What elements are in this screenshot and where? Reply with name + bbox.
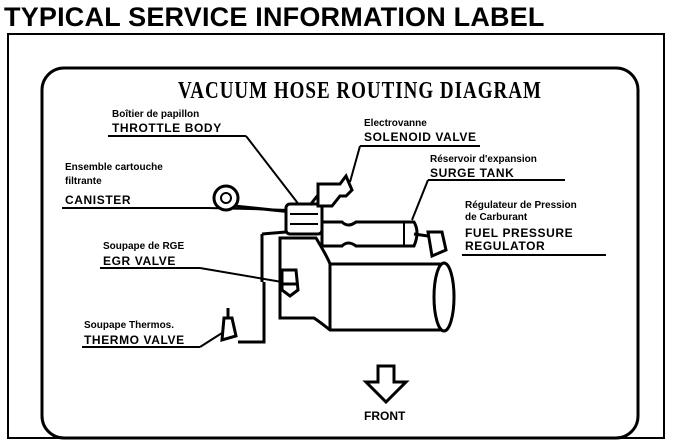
egr-valve-shape [280,268,300,298]
fuel-regulator-shape [413,230,448,259]
surge-tank-label-en: SURGE TANK [430,166,515,180]
solenoid-valve-label-en: SOLENOID VALVE [364,130,477,144]
surge-tank-shape [320,220,419,248]
canister-shape [212,184,293,214]
thermo-valve-shape [220,308,238,343]
front-label: FRONT [364,409,406,423]
page-title: TYPICAL SERVICE INFORMATION LABEL [4,2,545,32]
throttle-body-label-fr: Boîtier de papillon [112,109,200,120]
diagram-panel [40,66,640,440]
egr-valve-label-en: EGR VALVE [103,254,176,268]
throttle-body-shape [284,202,324,236]
solenoid-valve-label-fr: Electrovanne [364,118,427,129]
canister-label-fr2: filtrante [65,176,102,187]
fuel-regulator-label-fr1: Régulateur de Pression [465,200,577,211]
vacuum-hoses [238,230,287,344]
egr-valve-label-fr: Soupape de RGE [103,241,185,252]
thermo-valve-label-fr: Soupape Thermos. [84,320,175,331]
fuel-regulator-label-fr2: de Carburant [465,212,528,223]
fuel-regulator-label-en1: FUEL PRESSURE [465,226,574,240]
thermo-valve-label-en: THERMO VALVE [84,333,185,347]
canister-label-en: CANISTER [65,193,132,207]
canister-label-fr1: Ensemble cartouche [65,162,163,173]
front-arrow-icon [362,364,410,405]
solenoid-valve-shape [308,173,354,208]
surge-tank-label-fr: Réservoir d'expansion [430,154,537,165]
throttle-body-label-en: THROTTLE BODY [112,121,222,135]
engine-shape [278,236,456,333]
fuel-regulator-label-en2: REGULATOR [465,239,546,253]
diagram-title: VACUUM HOSE ROUTING DIAGRAM [178,78,542,105]
